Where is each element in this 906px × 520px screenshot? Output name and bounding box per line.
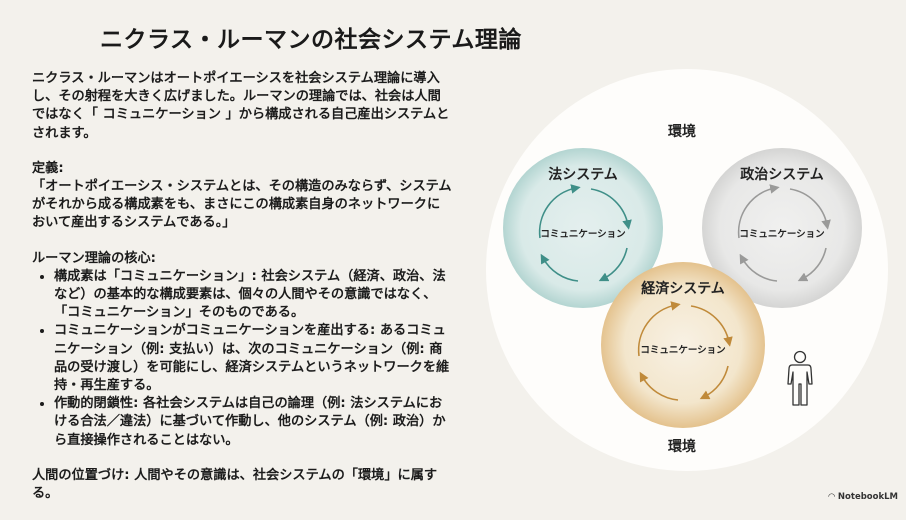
core-list: 構成素は「コミュニケーション」: 社会システム（経済、政治、法など）の基本的な構…: [32, 268, 452, 450]
economy-center-label: コミュニケーション: [640, 345, 726, 356]
law-center-label: コミュニケーション: [540, 229, 626, 240]
notebooklm-logo-icon: ◠: [828, 492, 835, 502]
environment-label-bottom: 環境: [668, 439, 696, 455]
law-system-circle: 法システム コミュニケーション: [503, 148, 663, 308]
list-item: 構成素は「コミュニケーション」: 社会システム（経済、政治、法など）の基本的な構…: [54, 268, 452, 323]
cycle-arrows-icon: [538, 184, 632, 282]
politics-center-label: コミュニケーション: [739, 229, 825, 240]
definition-label: 定義:: [32, 160, 64, 176]
definition-text: 「オートポイエーシス・システムとは、その構造のみならず、システムがそれから成る構…: [32, 179, 452, 231]
economy-system-circle: 経済システム コミュニケーション: [601, 262, 765, 428]
environment-label-top: 環境: [668, 124, 696, 140]
politics-system-title: 政治システム: [740, 167, 824, 183]
person-icon: [787, 350, 813, 406]
human-position: 人間の位置づけ: 人間やその意識は、社会システムの「環境」に属する。: [32, 467, 438, 502]
cycle-arrows-icon: [737, 184, 831, 282]
brand-label: NotebookLM: [837, 492, 898, 502]
list-item: コミュニケーションがコミュニケーションを産出する: あるコミュニケーション（例:…: [54, 322, 452, 395]
law-system-title: 法システム: [548, 167, 618, 183]
core-label: ルーマン理論の核心:: [32, 250, 156, 266]
text-column: ニクラス・ルーマンはオートポイエーシスを社会システム理論に導入し、その射程を大き…: [32, 70, 452, 520]
cycle-arrows-icon: [637, 301, 733, 401]
page-title: ニクラス・ルーマンの社会システム理論: [100, 26, 522, 53]
brand-badge: ◠ NotebookLM: [828, 492, 898, 502]
definition-block: 定義: 「オートポイエーシス・システムとは、その構造のみならず、システムがそれか…: [32, 160, 452, 233]
intro-paragraph: ニクラス・ルーマンはオートポイエーシスを社会システム理論に導入し、その射程を大き…: [32, 71, 450, 141]
core-block: ルーマン理論の核心: 構成素は「コミュニケーション」: 社会システム（経済、政治…: [32, 250, 452, 450]
list-item: 作動的閉鎖性: 各社会システムは自己の論理（例: 法システムにおける合法／違法）…: [54, 395, 452, 450]
economy-system-title: 経済システム: [641, 281, 725, 297]
